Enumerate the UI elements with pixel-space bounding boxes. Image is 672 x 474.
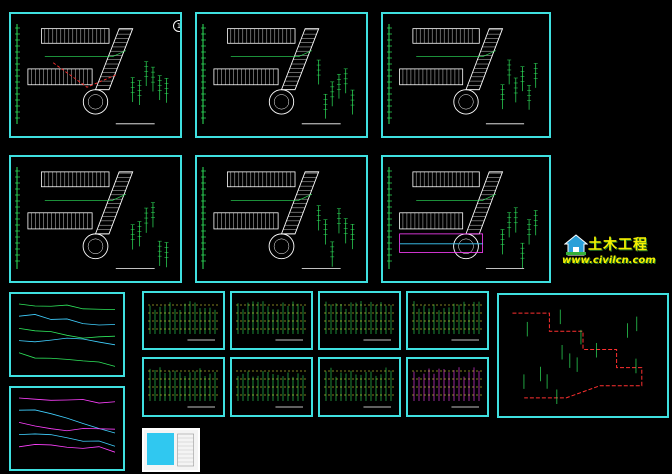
schedule-linework <box>412 367 483 408</box>
isometric-linework <box>18 303 116 367</box>
schedule-linework <box>324 367 395 408</box>
pipe-isometric-sheet-1[interactable] <box>9 292 125 377</box>
system-linework <box>512 309 643 404</box>
floor-plan-sheet-5[interactable] <box>195 155 368 283</box>
sheet-drawing <box>15 167 169 269</box>
sheet-number-marker: 1 <box>173 20 180 32</box>
detail-linework <box>399 233 484 253</box>
plan-linework <box>15 167 169 269</box>
sheet-drawing <box>324 301 395 341</box>
sheet-drawing <box>147 433 194 467</box>
schedule-linework <box>236 301 307 341</box>
sheet-drawing <box>387 24 538 125</box>
riser-schedule-sheet-3[interactable] <box>318 291 401 350</box>
floor-plan-sheet-3[interactable] <box>381 12 551 138</box>
riser-schedule-sheet-7[interactable] <box>318 357 401 417</box>
house-icon <box>564 234 588 256</box>
sheet-drawing <box>387 167 538 269</box>
schedule-linework <box>412 301 483 341</box>
riser-schedule-sheet-4[interactable] <box>406 291 489 350</box>
watermark-url: www.civilcn.com <box>562 255 656 266</box>
riser-schedule-sheet-8[interactable] <box>406 357 489 417</box>
riser-schedule-sheet-6[interactable] <box>230 357 313 417</box>
schedule-linework <box>324 301 395 341</box>
pipe-isometric-sheet-2[interactable] <box>9 386 125 471</box>
sheet-drawing <box>15 24 169 125</box>
floor-plan-sheet-2[interactable] <box>195 12 368 138</box>
sheet-drawing <box>148 301 219 341</box>
schedule-linework <box>236 370 307 408</box>
sheet-drawing <box>201 167 355 269</box>
riser-schedule-sheet-2[interactable] <box>230 291 313 350</box>
floor-plan-sheet-4[interactable] <box>9 155 182 283</box>
watermark-title: 土木工程 <box>588 237 648 253</box>
sheet-drawing <box>236 370 307 408</box>
schedule-linework <box>148 367 219 408</box>
pipe-system-diagram-sheet[interactable] <box>497 293 669 418</box>
sheet-drawing <box>236 301 307 341</box>
plan-detail-sheet[interactable] <box>381 155 551 283</box>
cover-linework <box>147 433 194 467</box>
cover-sheet[interactable] <box>142 428 200 472</box>
sheet-drawing <box>324 367 395 408</box>
plan-linework <box>201 24 355 125</box>
sheet-drawing <box>412 367 483 408</box>
schedule-linework <box>148 301 219 341</box>
plan-linework <box>201 167 355 269</box>
plan-linework <box>387 24 538 125</box>
sheet-drawing <box>148 367 219 408</box>
floor-plan-sheet-1[interactable]: 1 <box>9 12 182 138</box>
riser-schedule-sheet-5[interactable] <box>142 357 225 417</box>
plan-linework <box>387 167 538 269</box>
sheet-drawing <box>201 24 355 125</box>
plan-linework <box>15 24 169 125</box>
sheet-drawing <box>512 309 643 404</box>
sheet-drawing <box>412 301 483 341</box>
sheet-drawing <box>18 397 116 453</box>
isometric-linework <box>18 397 116 453</box>
site-watermark: 土木工程 www.civilcn.com <box>560 232 672 270</box>
riser-schedule-sheet-1[interactable] <box>142 291 225 350</box>
sheet-drawing <box>18 303 116 367</box>
